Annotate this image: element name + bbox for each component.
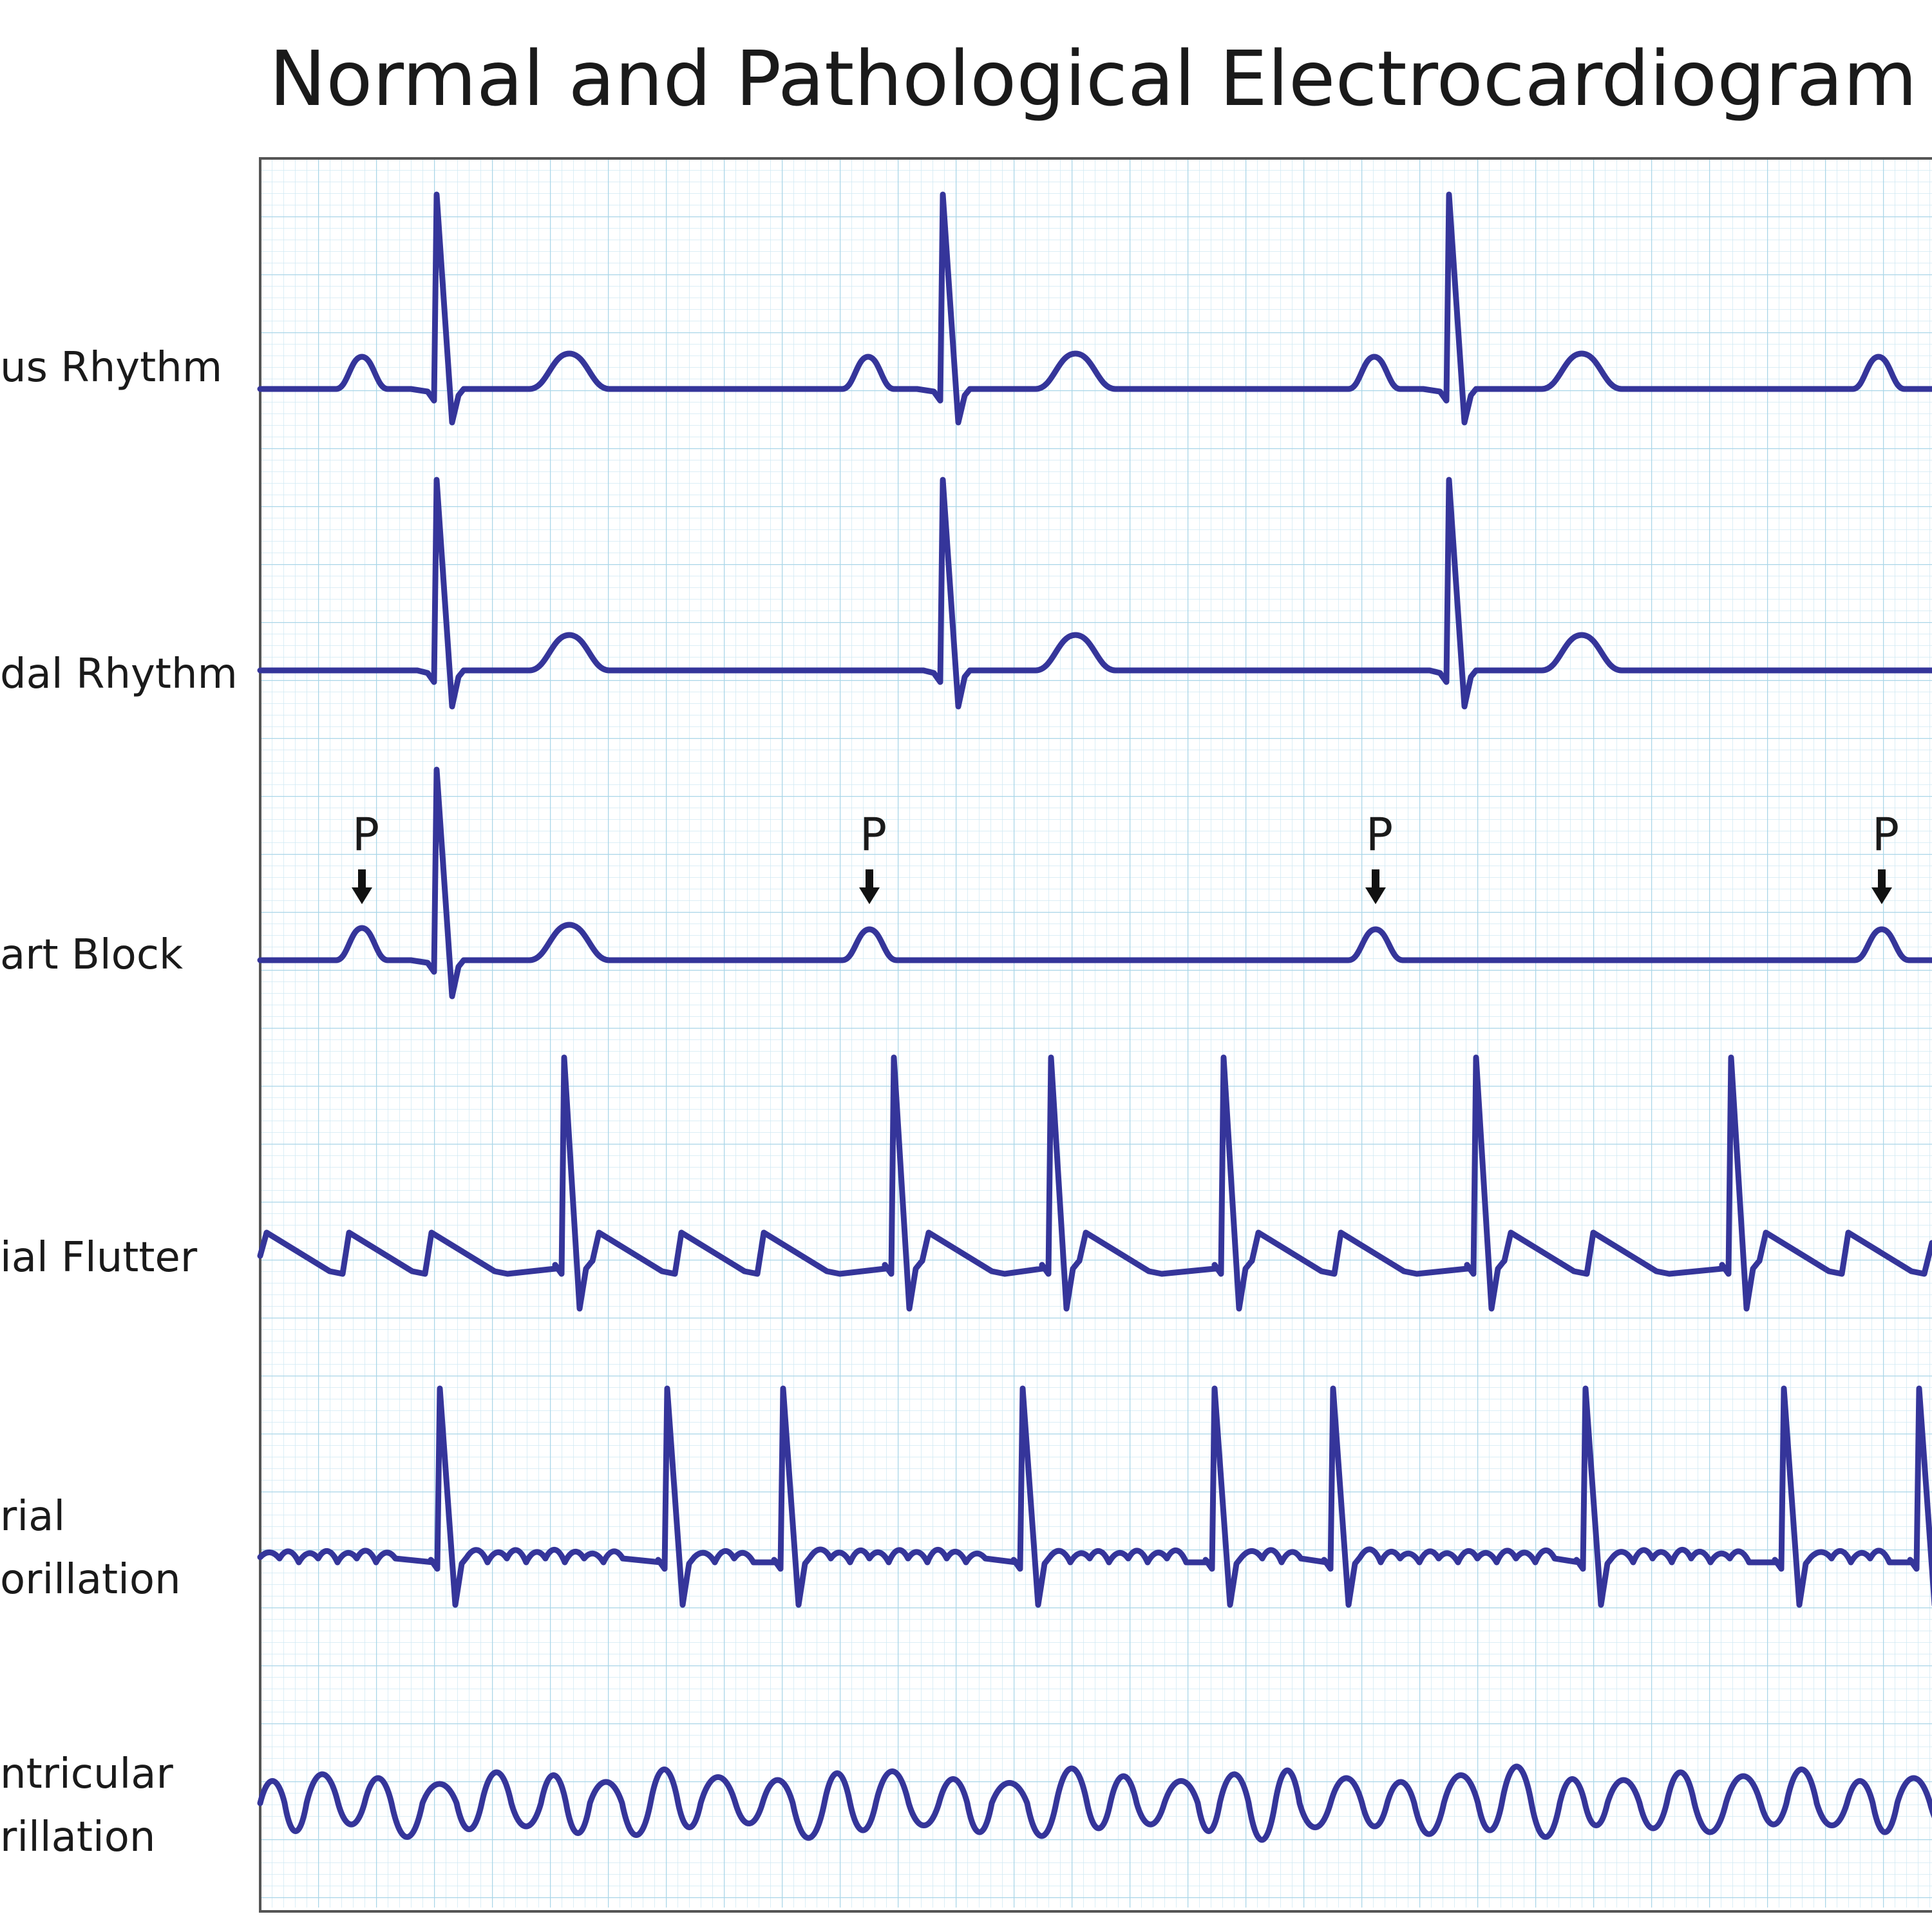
row-label-line: art Block [0,931,184,979]
p-wave-label: P [1366,808,1393,861]
grid-major [261,160,1932,1908]
row-label-atrial-flutter: ial Flutter [0,1226,245,1289]
trace-normal-sinus [257,191,1932,426]
row-label-ventricular-fibrillation: ntricular rillation [0,1743,245,1869]
row-label-heart-block: art Block [0,923,245,987]
row-label-line: ntricular [0,1750,173,1798]
row-label-line: orillation [0,1556,181,1604]
row-label-line: ial Flutter [0,1234,198,1282]
trace-heart-block [257,766,1932,999]
trace-atrial-fibrillation [257,1385,1932,1608]
arrow-down-icon [352,869,372,904]
row-label-line: rial [0,1493,66,1540]
arrow-down-icon [1365,869,1386,904]
p-wave-label: P [352,808,379,861]
arrow-down-icon [1871,869,1892,904]
row-label-atrial-fibrillation: rial orillation [0,1485,245,1611]
page-title: Normal and Pathological Electrocardiogra… [269,34,1917,123]
row-label-line: rillation [0,1814,156,1861]
p-wave-label: P [1872,808,1899,861]
row-label-sinus-rhythm: us Rhythm [0,336,245,399]
arrow-down-icon [859,869,880,904]
row-label-nodal-rhythm: dal Rhythm [0,643,254,706]
p-wave-label: P [860,808,887,861]
row-label-line: us Rhythm [0,344,223,392]
trace-ventricular-fibrillation [257,1763,1932,1843]
trace-nodal-rhythm [257,477,1932,710]
trace-atrial-flutter [257,1054,1932,1312]
row-label-line: dal Rhythm [0,650,238,698]
ecg-grid-panel [259,157,1932,1913]
